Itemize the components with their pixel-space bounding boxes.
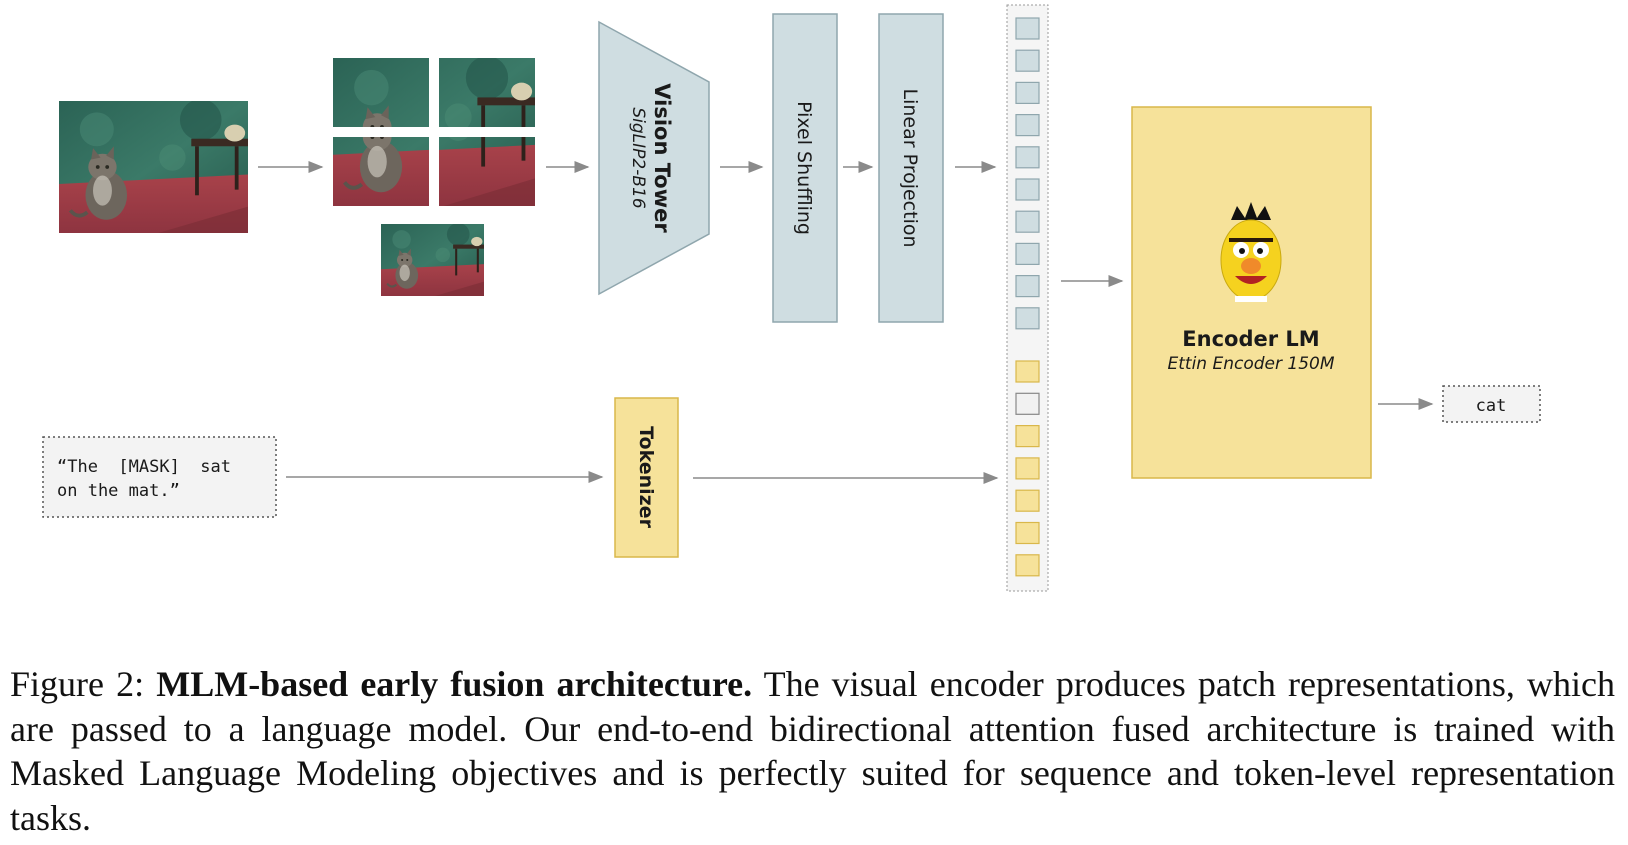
text-token	[1015, 521, 1040, 545]
image-token	[1015, 49, 1040, 72]
text-token	[1015, 554, 1040, 577]
vision-tower-subtitle: SigLIP2-B16	[628, 107, 648, 208]
caption-body: The visual encoder produces patch repres…	[10, 664, 1615, 838]
caption-prefix: Figure 2:	[10, 664, 157, 704]
image-tiles	[333, 58, 535, 296]
text-token	[1015, 425, 1040, 448]
architecture-diagram: Vision Tower SigLIP2-B16 Pixel Shuffling…	[42, 4, 1541, 592]
image-token	[1015, 210, 1040, 233]
image-token	[1015, 113, 1040, 137]
input-text-line-1: “The [MASK] sat	[57, 457, 231, 477]
figure-caption: Figure 2: MLM-based early fusion archite…	[10, 662, 1615, 840]
linear-projection-block: Linear Projection	[878, 13, 944, 323]
thumbnail-image	[381, 224, 484, 296]
tokenizer-label: Tokenizer	[635, 426, 657, 528]
linear-projection-label: Linear Projection	[899, 88, 921, 247]
image-token	[1015, 17, 1040, 40]
token-sequence	[1006, 4, 1049, 592]
mask-token	[1015, 392, 1040, 415]
image-token	[1015, 178, 1040, 201]
tokenizer-block: Tokenizer	[614, 397, 679, 558]
image-token	[1015, 242, 1040, 265]
vision-tower-block: Vision Tower SigLIP2-B16	[598, 20, 710, 296]
text-token	[1015, 489, 1040, 512]
image-token	[1015, 275, 1040, 298]
encoder-subtitle: Ettin Encoder 150M	[1168, 354, 1335, 374]
image-token	[1015, 307, 1040, 330]
encoder-lm-block: Encoder LM Ettin Encoder 150M	[1131, 106, 1372, 479]
encoder-title: Encoder LM	[1182, 327, 1319, 351]
input-text-line-2: on the mat.”	[57, 481, 180, 501]
input-text-box: “The [MASK] sat on the mat.”	[42, 436, 277, 518]
input-image	[59, 101, 248, 233]
pixel-shuffling-label: Pixel Shuffling	[793, 101, 815, 235]
flow-arrows	[258, 161, 1434, 484]
image-token	[1015, 81, 1040, 105]
image-token	[1015, 146, 1040, 169]
caption-bold-title: MLM-based early fusion architecture.	[156, 664, 753, 704]
text-token	[1015, 457, 1040, 480]
vision-tower-title: Vision Tower	[650, 83, 674, 233]
output-box: cat	[1442, 385, 1541, 423]
pixel-shuffling-block: Pixel Shuffling	[772, 13, 838, 323]
bert-mascot-icon	[1220, 202, 1282, 302]
text-token	[1015, 360, 1040, 383]
output-label: cat	[1476, 396, 1507, 416]
